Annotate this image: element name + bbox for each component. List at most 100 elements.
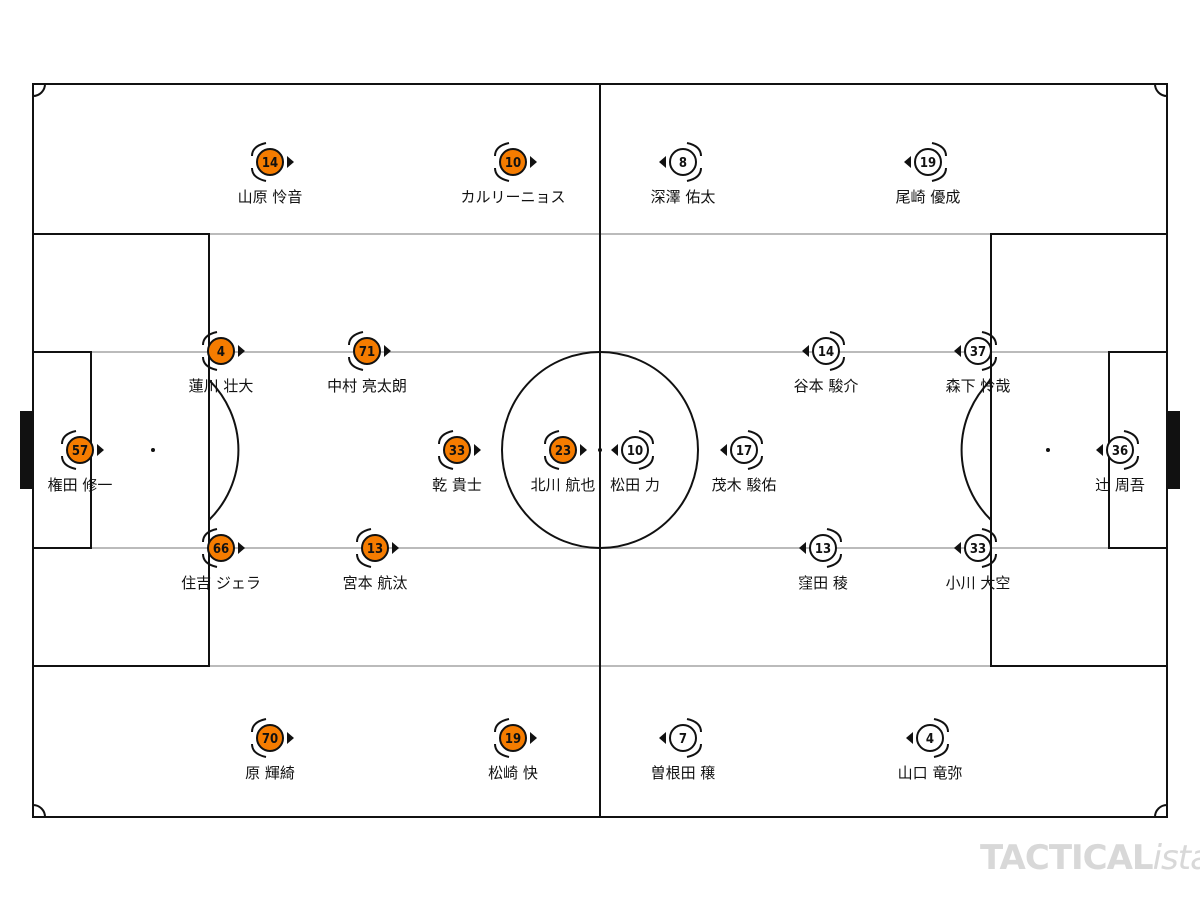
direction-arc — [686, 142, 702, 157]
player-disc — [809, 534, 837, 562]
direction-arc — [348, 331, 364, 346]
direction-arrow-icon — [97, 444, 104, 456]
direction-arc — [826, 553, 842, 568]
player-name: 松田 力 — [610, 476, 660, 494]
player-disc — [916, 724, 944, 752]
player-name: 深澤 佑太 — [651, 188, 716, 206]
player-number: 14 — [262, 156, 278, 171]
direction-arc — [747, 455, 763, 470]
direction-arc — [638, 455, 654, 470]
direction-arc — [544, 455, 560, 470]
player-name: 尾崎 優成 — [896, 188, 961, 206]
direction-arc — [1123, 455, 1139, 470]
corner-arc — [1154, 804, 1168, 818]
player-disc — [669, 724, 697, 752]
away-player-token: 10 松田 力 — [610, 430, 660, 494]
player-number: 70 — [262, 732, 278, 747]
direction-arc — [826, 528, 842, 543]
direction-arc — [981, 553, 997, 568]
direction-arc — [747, 430, 763, 445]
player-disc — [207, 337, 235, 365]
direction-arc — [356, 528, 372, 543]
home-player-token: 70原 輝綺 — [245, 718, 295, 782]
player-disc — [443, 436, 471, 464]
right-goal — [1167, 411, 1180, 489]
away-player-token: 4 山口 竜弥 — [898, 718, 963, 782]
player-number: 10 — [505, 156, 521, 171]
direction-arrow-icon — [954, 542, 961, 554]
direction-arc — [348, 356, 364, 371]
player-number: 37 — [970, 345, 986, 360]
direction-arrow-icon — [287, 156, 294, 168]
pitch-markings — [20, 83, 1180, 818]
player-disc — [964, 337, 992, 365]
player-disc — [207, 534, 235, 562]
left-penalty-spot — [151, 448, 155, 452]
player-number: 33 — [449, 444, 465, 459]
player-number: 36 — [1112, 444, 1128, 459]
player-number: 14 — [818, 345, 834, 360]
direction-arc — [981, 331, 997, 346]
player-name: 宮本 航汰 — [343, 574, 408, 592]
direction-arc — [202, 553, 218, 568]
direction-arc — [251, 718, 267, 733]
player-number: 8 — [679, 156, 687, 171]
tactical-ista-watermark: TACTICALista — [980, 838, 1200, 882]
player-name: 小川 大空 — [946, 574, 1011, 592]
player-name: 住吉 ジェラ — [181, 574, 261, 592]
player-name: 北川 航也 — [531, 476, 596, 494]
player-disc — [964, 534, 992, 562]
player-name: 辻 周吾 — [1095, 476, 1145, 494]
player-disc — [549, 436, 577, 464]
player-disc — [730, 436, 758, 464]
direction-arrow-icon — [659, 732, 666, 744]
player-name: 山口 竜弥 — [898, 764, 963, 782]
direction-arc — [494, 142, 510, 157]
player-name: 中村 亮太朗 — [327, 377, 407, 395]
left-goal — [20, 411, 33, 489]
direction-arc — [438, 430, 454, 445]
direction-arc — [251, 743, 267, 758]
corner-arc — [32, 83, 46, 97]
player-number: 10 — [627, 444, 643, 459]
player-name: 松崎 快 — [488, 764, 538, 782]
player-number: 17 — [736, 444, 752, 459]
home-player-token: 71 中村 亮太朗 — [327, 331, 407, 395]
player-name: カルリーニョス — [460, 188, 565, 206]
direction-arc — [356, 553, 372, 568]
watermark-suffix: ista — [1152, 838, 1200, 878]
player-disc — [914, 148, 942, 176]
home-player-token: 4蓮川 壮大 — [189, 331, 253, 395]
direction-arrow-icon — [799, 542, 806, 554]
home-player-token: 14 山原 怜音 — [238, 142, 303, 206]
player-disc — [353, 337, 381, 365]
player-number: 71 — [359, 345, 375, 360]
direction-arc — [251, 167, 267, 182]
player-number: 7 — [679, 732, 687, 747]
direction-arrow-icon — [384, 345, 391, 357]
player-disc — [361, 534, 389, 562]
player-number: 4 — [926, 732, 934, 747]
direction-arc — [202, 331, 218, 346]
right-penalty-spot — [1046, 448, 1050, 452]
direction-arc — [544, 430, 560, 445]
player-disc — [669, 148, 697, 176]
direction-arrow-icon — [238, 542, 245, 554]
left-penalty-area — [32, 233, 210, 667]
home-player-token: 33乾 貴士 — [432, 430, 482, 494]
direction-arrow-icon — [474, 444, 481, 456]
direction-arc — [931, 167, 947, 182]
watermark-main: TACTICAL — [980, 838, 1154, 878]
direction-arc — [1123, 430, 1139, 445]
player-number: 57 — [72, 444, 88, 459]
player-name: 山原 怜音 — [238, 188, 303, 206]
